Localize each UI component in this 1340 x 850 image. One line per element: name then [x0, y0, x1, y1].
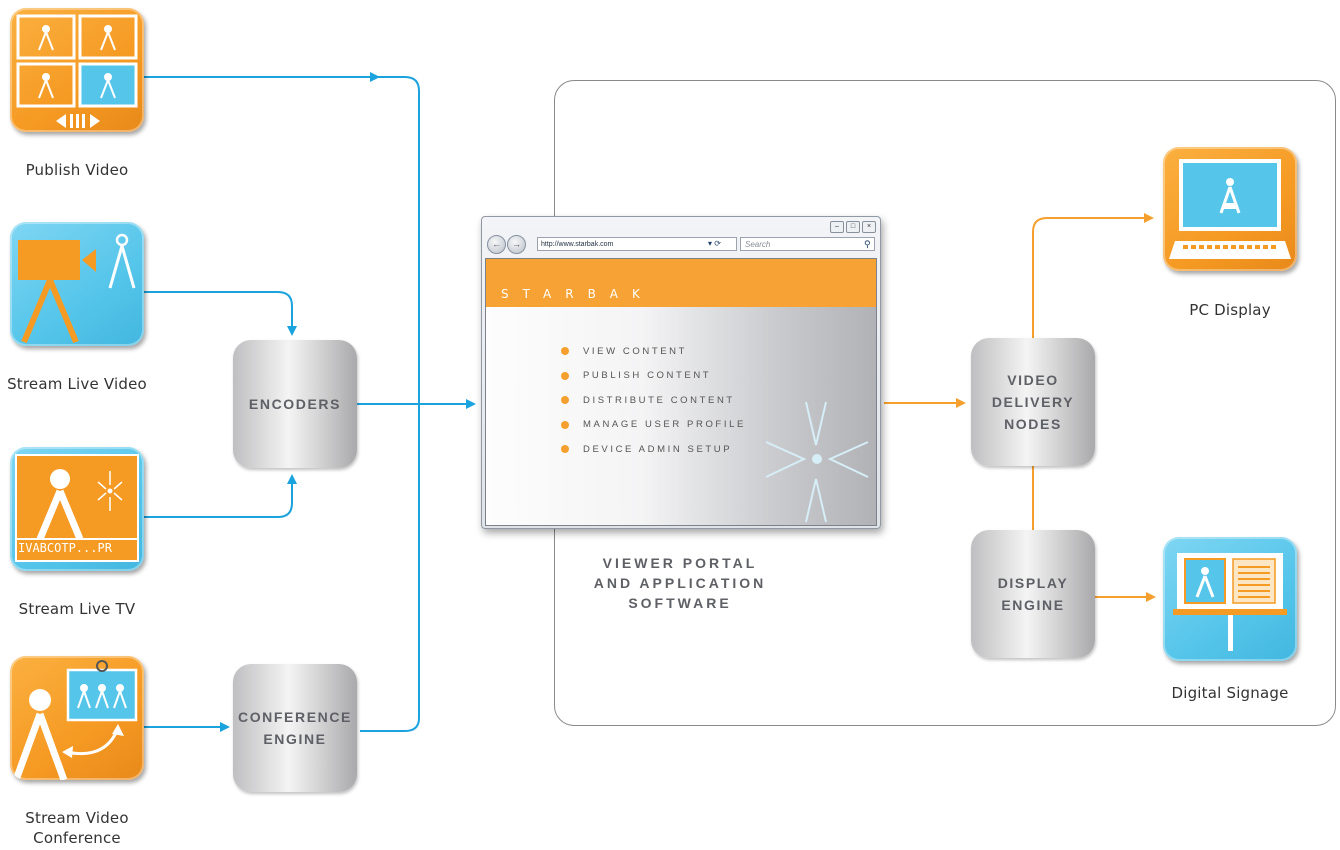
browser-viewport: STARBAK VIEW CONTENT PUBLISH CONTENT DIS… [485, 258, 877, 526]
menu-item-manage-user-profile[interactable]: MANAGE USER PROFILE [561, 413, 746, 438]
menu-item-view-content[interactable]: VIEW CONTENT [561, 339, 746, 364]
window-controls: – □ × [830, 221, 876, 233]
search-input[interactable]: Search [740, 237, 875, 251]
encoders-node: ENCODERS [233, 340, 357, 468]
back-icon[interactable]: ← [487, 235, 506, 254]
video-delivery-nodes: VIDEO DELIVERY NODES [971, 338, 1095, 466]
menu-item-publish-content[interactable]: PUBLISH CONTENT [561, 364, 746, 389]
maximize-icon[interactable]: □ [846, 221, 860, 233]
refresh-icon[interactable]: ▾ ⟳ [708, 239, 721, 248]
camera-icon [10, 222, 144, 346]
conference-icon [10, 656, 144, 780]
wire-delivery-to-pc [1032, 213, 1154, 338]
tv-icon: IVABCOTP...PR [10, 447, 144, 571]
viewer-portal-browser: – □ × ← → http://www.starbak.com ▾ ⟳ Sea… [481, 216, 881, 529]
digital-signage-icon [1163, 537, 1297, 661]
address-bar[interactable]: http://www.starbak.com [537, 237, 737, 251]
search-icon[interactable]: ⚲ [864, 239, 871, 249]
forward-icon[interactable]: → [507, 235, 526, 254]
source-label-stream-live-video: Stream Live Video [7, 375, 147, 393]
menu-item-device-admin-setup[interactable]: DEVICE ADMIN SETUP [561, 437, 746, 462]
publish-video-icon [10, 8, 144, 132]
minimize-icon[interactable]: – [830, 221, 844, 233]
wire-live-video-to-encoders [144, 291, 297, 336]
conference-engine-node: CONFERENCE ENGINE [233, 664, 357, 792]
starbak-star-icon [765, 401, 869, 523]
source-label-publish-video: Publish Video [25, 161, 129, 179]
portal-menu: VIEW CONTENT PUBLISH CONTENT DISTRIBUTE … [561, 339, 746, 462]
output-label-pc-display: PC Display [1189, 301, 1271, 319]
brand-logo: STARBAK [501, 287, 654, 301]
output-label-digital-signage: Digital Signage [1171, 684, 1289, 702]
brand-banner: STARBAK [486, 259, 876, 307]
tv-ticker-text: IVABCOTP...PR [18, 541, 112, 555]
source-label-stream-live-tv: Stream Live TV [18, 600, 136, 618]
menu-item-distribute-content[interactable]: DISTRIBUTE CONTENT [561, 388, 746, 413]
close-icon[interactable]: × [862, 221, 876, 233]
portal-caption: VIEWER PORTAL AND APPLICATION SOFTWARE [593, 555, 767, 611]
pc-display-icon [1163, 147, 1297, 271]
source-label-stream-video-conference: Stream Video Conference [25, 809, 129, 847]
wire-live-tv-to-encoders [144, 474, 297, 518]
display-engine-node: DISPLAY ENGINE [971, 530, 1095, 658]
